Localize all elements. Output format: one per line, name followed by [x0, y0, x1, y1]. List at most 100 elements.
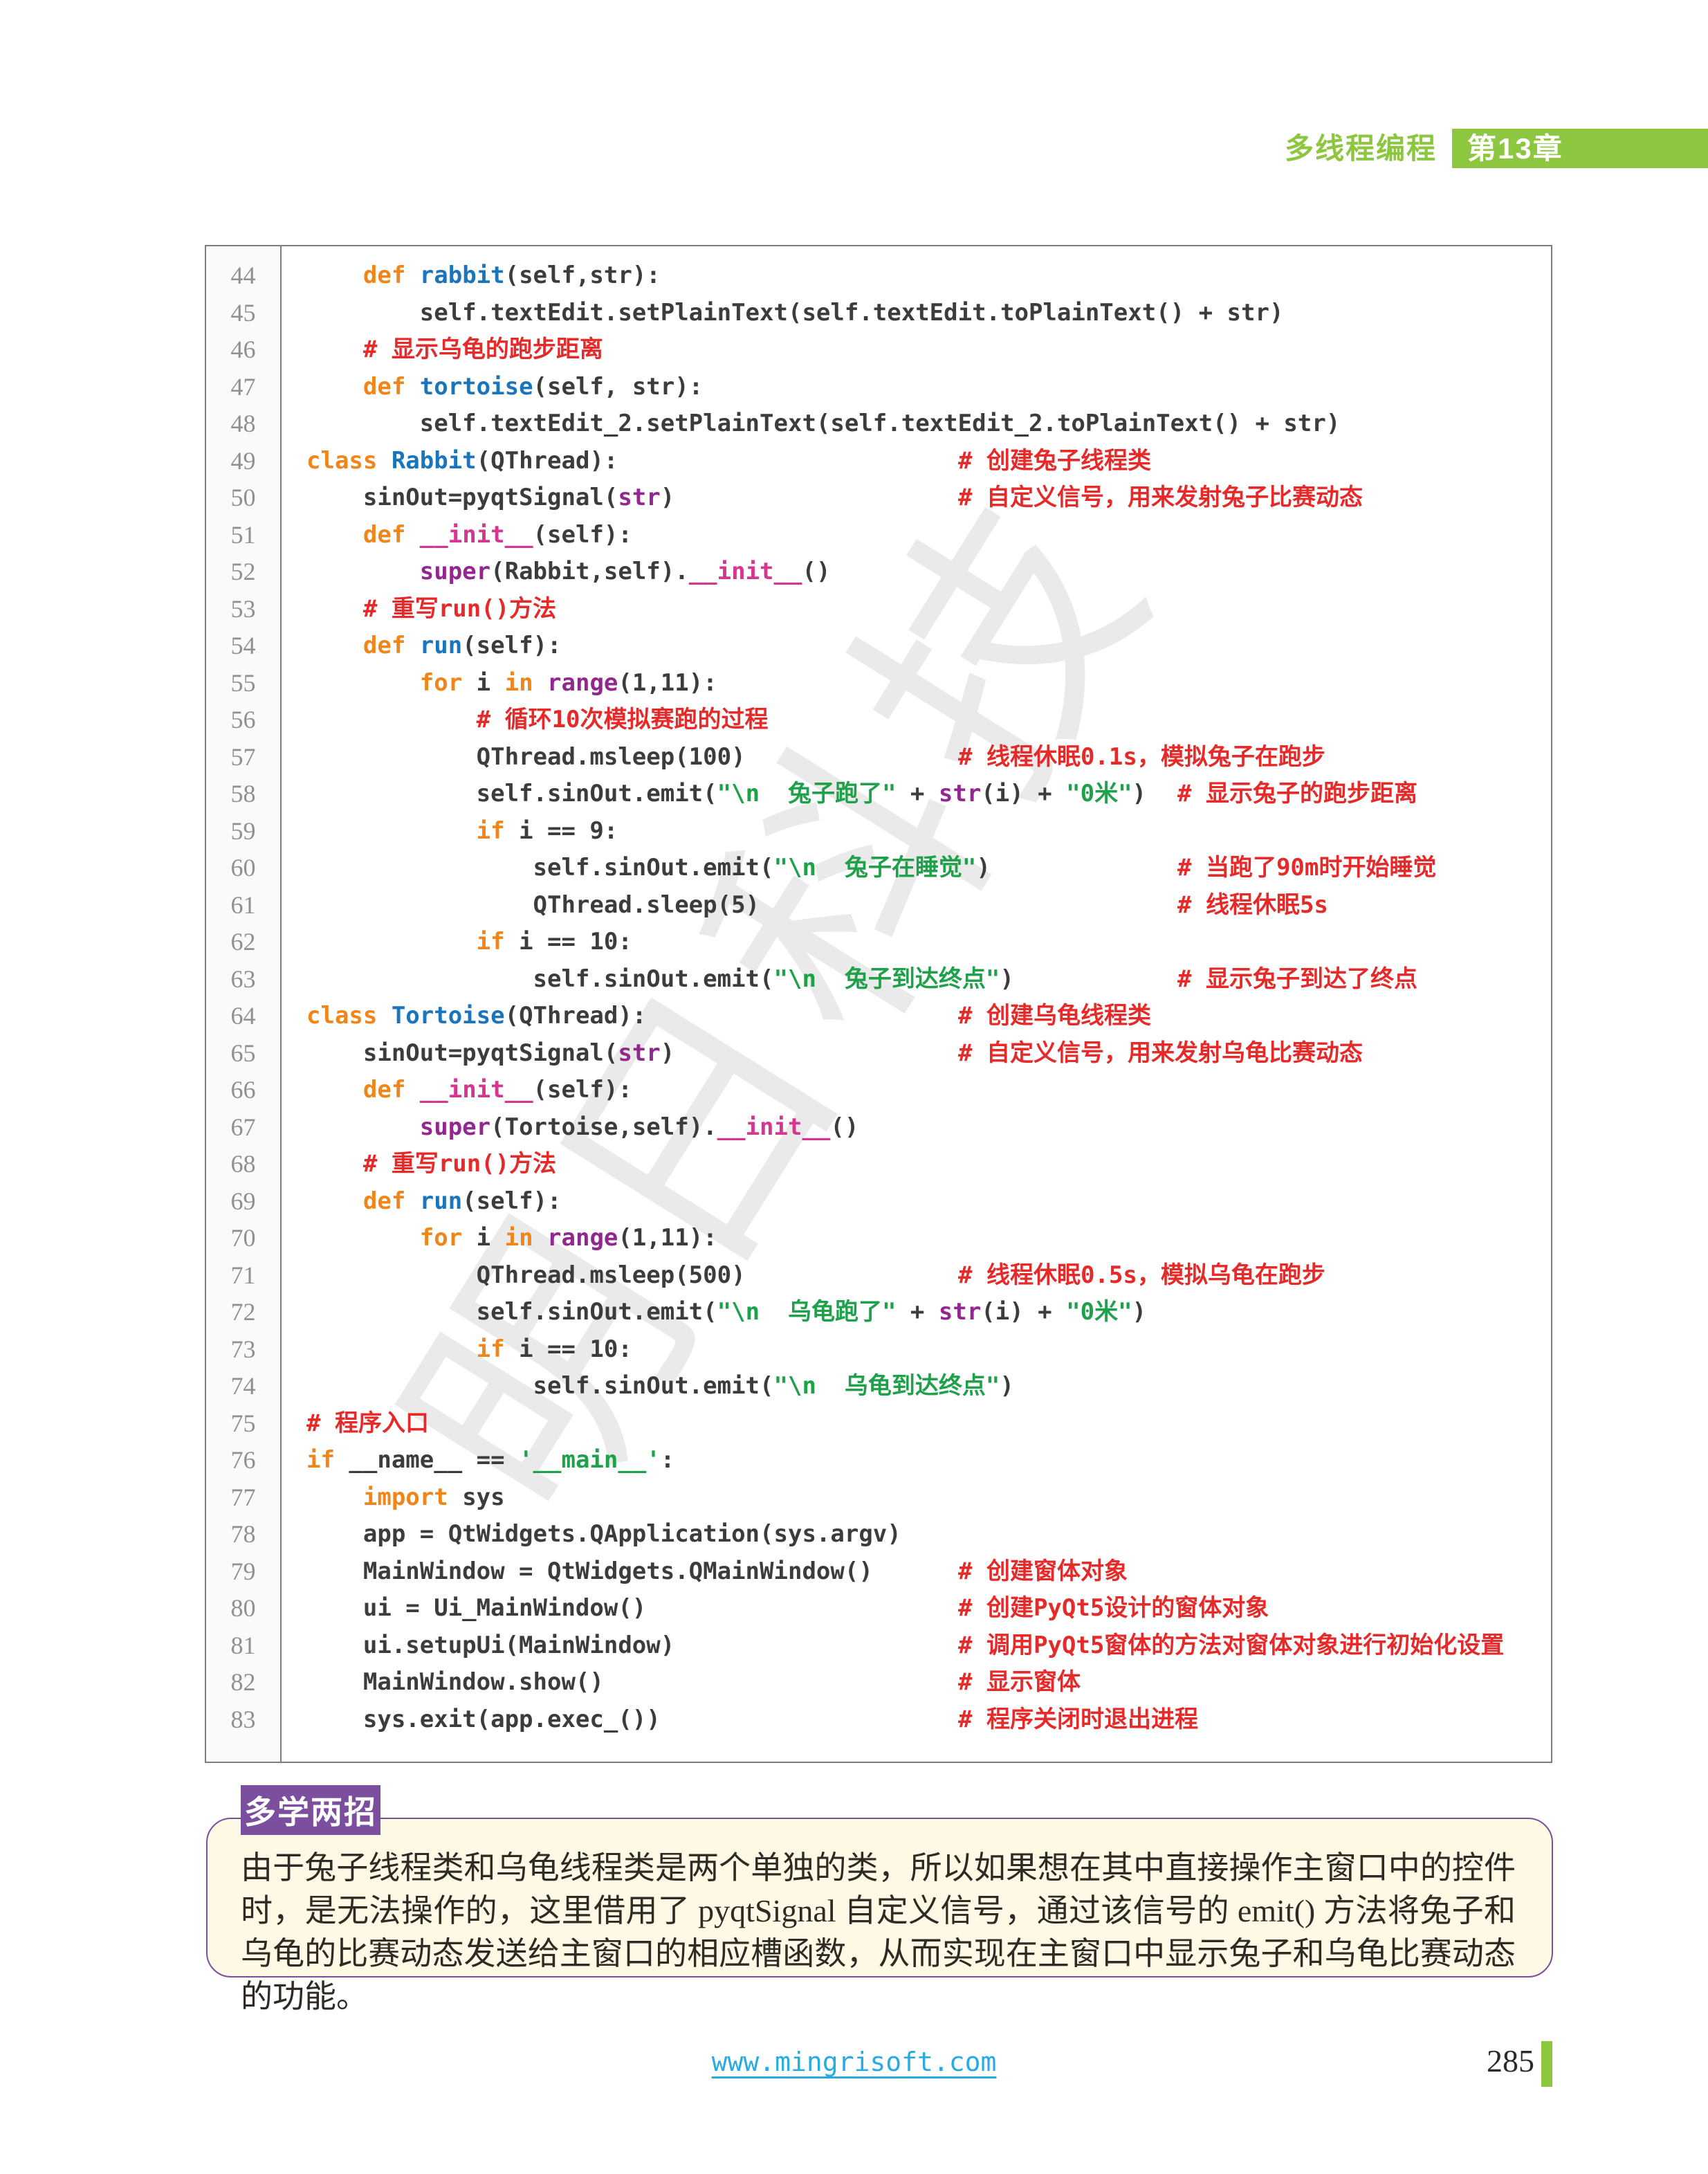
- line-number: 79: [230, 1557, 256, 1585]
- code-comment: # 自定义信号，用来发射兔子比赛动态: [958, 484, 1363, 511]
- code-comment: # 程序入口: [306, 1409, 429, 1437]
- code-token: [306, 558, 420, 585]
- code-token: ui.setupUi(MainWindow): [306, 1631, 675, 1659]
- code-token: (i) +: [981, 1298, 1067, 1326]
- line-number: 57: [230, 742, 256, 771]
- line-number: 46: [230, 336, 256, 363]
- code-token: range: [547, 668, 618, 697]
- line-number: 74: [230, 1372, 256, 1400]
- code-text: for i in range(1,11):: [280, 665, 1551, 702]
- code-line: 71 QThread.msleep(500)# 线程休眠0.5s，模拟乌龟在跑步: [206, 1257, 1551, 1295]
- code-token: tortoise: [419, 372, 533, 401]
- code-line: 75# 程序入口: [206, 1405, 1551, 1443]
- code-token: [306, 373, 363, 401]
- code-line: 79 MainWindow = QtWidgets.QMainWindow() #…: [206, 1553, 1551, 1591]
- line-number: 47: [230, 372, 256, 401]
- code-comment: # 线程休眠0.1s，模拟兔子在跑步: [958, 742, 1325, 771]
- code-line: 77 import sys: [206, 1479, 1551, 1517]
- code-line: 82 MainWindow.show()# 显示窗体: [206, 1664, 1551, 1701]
- code-line: 44 def rabbit(self,str):: [206, 257, 1551, 295]
- code-token: super: [419, 558, 491, 585]
- code-text: self.sinOut.emit("\n 兔子到达终点")# 显示兔子到达了终点: [280, 961, 1551, 998]
- code-token: ): [660, 484, 675, 511]
- code-line: 46 # 显示乌龟的跑步距离: [206, 331, 1551, 369]
- code-token: (QThread):: [476, 446, 618, 475]
- code-text: self.textEdit.setPlainText(self.textEdit…: [280, 295, 1551, 332]
- line-number: 44: [230, 262, 256, 289]
- code-token: MainWindow = QtWidgets.QMainWindow(): [306, 1557, 873, 1585]
- code-line: 56 # 循环10次模拟赛跑的过程: [206, 702, 1551, 739]
- line-number: 65: [230, 1039, 256, 1067]
- code-text: # 程序入口: [280, 1405, 1551, 1443]
- code-line: 80 ui = Ui_MainWindow()# 创建PyQt5设计的窗体对象: [206, 1590, 1551, 1627]
- code-token: self.textEdit_2.setPlainText(self.textEd…: [306, 410, 1341, 437]
- code-comment: # 创建窗体对象: [958, 1557, 1128, 1585]
- code-token: import: [362, 1483, 463, 1511]
- code-line: 81 ui.setupUi(MainWindow)# 调用PyQt5窗体的方法对…: [206, 1627, 1551, 1665]
- code-comment: # 重写run()方法: [362, 1150, 557, 1178]
- code-line: 53 # 重写run()方法: [206, 591, 1551, 628]
- code-token: (Tortoise,self).: [490, 1113, 717, 1141]
- code-token: ): [1000, 965, 1014, 993]
- code-text: MainWindow.show()# 显示窗体: [280, 1664, 1551, 1701]
- code-line: 55 for i in range(1,11):: [206, 665, 1551, 702]
- code-comment: # 程序关闭时退出进程: [958, 1705, 1198, 1733]
- code-token: self.sinOut.emit(: [306, 1372, 774, 1400]
- code-text: self.sinOut.emit("\n 乌龟跑了" + str(i) + "0…: [280, 1294, 1551, 1331]
- code-token: ): [660, 1039, 675, 1067]
- code-token: range: [547, 1224, 618, 1252]
- code-comment: # 创建PyQt5设计的窗体对象: [958, 1594, 1269, 1622]
- code-token: (self):: [533, 1076, 632, 1104]
- code-token: [306, 1113, 420, 1141]
- code-line: 54 def run(self):: [206, 628, 1551, 665]
- code-comment: # 显示窗体: [958, 1668, 1081, 1696]
- code-token: (i) +: [981, 780, 1067, 807]
- code-token: [306, 1150, 363, 1178]
- code-comment: # 自定义信号，用来发射乌龟比赛动态: [958, 1039, 1363, 1067]
- code-comment: # 显示兔子到达了终点: [1177, 965, 1417, 993]
- code-comment: # 显示乌龟的跑步距离: [362, 336, 603, 363]
- code-token: __init__: [688, 558, 802, 585]
- code-token: str: [618, 484, 661, 511]
- code-token: ): [1132, 1298, 1147, 1326]
- footer-site-link[interactable]: www.mingrisoft.com: [711, 2047, 997, 2077]
- line-number: 60: [230, 854, 256, 882]
- line-number: 66: [230, 1076, 256, 1104]
- code-token: "\n 兔子到达终点": [773, 965, 1000, 993]
- code-token: [306, 521, 363, 549]
- code-text: def tortoise(self, str):: [280, 369, 1551, 406]
- code-token: __name__ ==: [349, 1446, 520, 1474]
- code-text: def rabbit(self,str):: [280, 257, 1551, 295]
- code-token: i == 10:: [519, 928, 632, 956]
- code-line: 50 sinOut=pyqtSignal(str) # 自定义信号，用来发射兔子比…: [206, 479, 1551, 517]
- code-line: 83 sys.exit(app.exec_()) # 程序关闭时退出进程: [206, 1701, 1551, 1739]
- code-token: in: [504, 1224, 548, 1252]
- code-text: QThread.msleep(100)# 线程休眠0.1s，模拟兔子在跑步: [280, 739, 1551, 776]
- code-token: '__main__': [519, 1446, 661, 1474]
- line-number: 83: [230, 1705, 256, 1733]
- code-line: 52 super(Rabbit,self).__init__(): [206, 554, 1551, 591]
- line-number: 45: [230, 298, 256, 327]
- code-token: :: [660, 1446, 675, 1474]
- code-token: self.sinOut.emit(: [306, 854, 774, 882]
- line-number: 50: [230, 484, 256, 511]
- code-token: __init__: [717, 1113, 831, 1141]
- line-number: 82: [230, 1668, 256, 1696]
- line-number: 62: [230, 928, 256, 956]
- line-number: 52: [230, 558, 256, 585]
- code-token: def: [362, 372, 420, 401]
- code-token: self.textEdit.setPlainText(self.textEdit…: [306, 298, 1284, 327]
- code-token: self.sinOut.emit(: [306, 1298, 717, 1326]
- code-token: [306, 1483, 363, 1511]
- code-text: self.sinOut.emit("\n 乌龟到达终点"): [280, 1368, 1551, 1405]
- code-token: QThread.sleep(5): [306, 890, 760, 919]
- code-token: app = QtWidgets.QApplication(sys.argv): [306, 1520, 901, 1548]
- code-token: "\n 兔子跑了": [717, 780, 897, 807]
- code-token: run: [419, 1187, 463, 1215]
- code-token: sys: [462, 1483, 505, 1511]
- code-token: sinOut=pyqtSignal(: [306, 484, 618, 511]
- code-line: 73 if i == 10:: [206, 1331, 1551, 1369]
- code-token: sys.exit(app.exec_()): [306, 1705, 661, 1733]
- code-text: MainWindow = QtWidgets.QMainWindow() # 创建…: [280, 1553, 1551, 1591]
